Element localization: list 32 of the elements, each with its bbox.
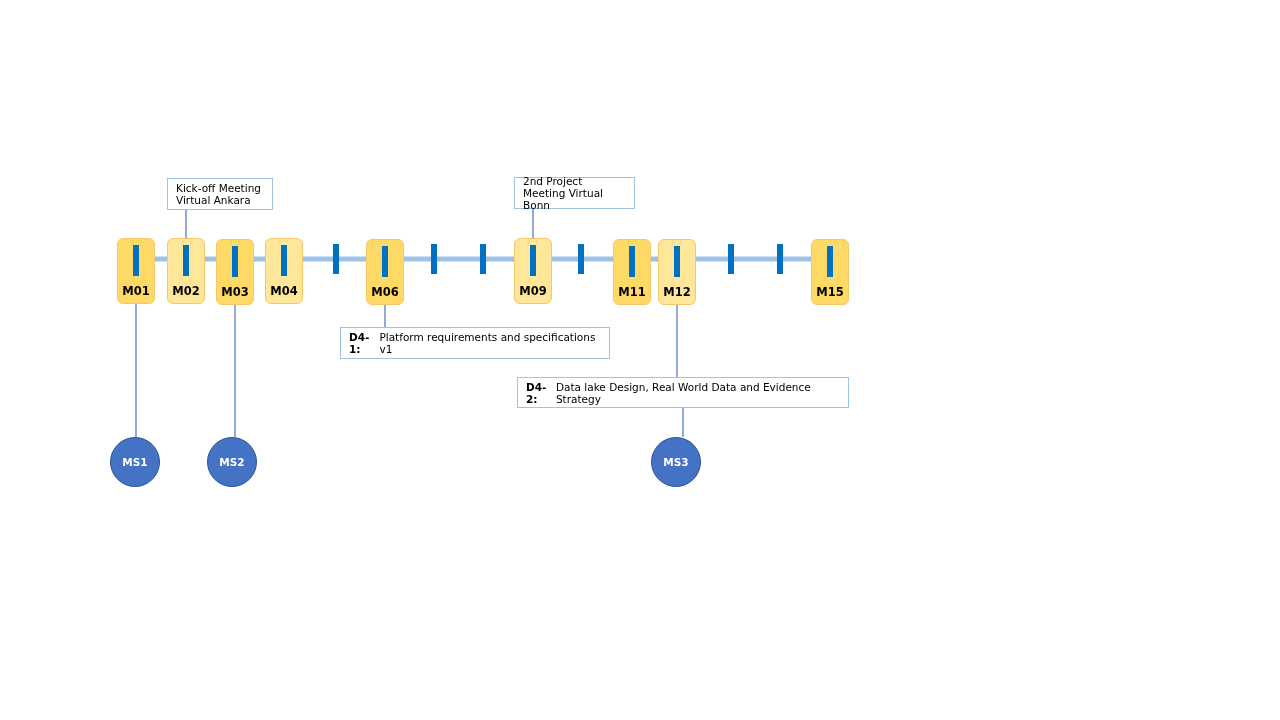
callout-box: Kick-off Meeting Virtual Ankara	[167, 178, 273, 210]
month-box	[366, 239, 404, 305]
month-box	[167, 238, 205, 304]
callout-box: D4-2: Data lake Design, Real World Data and Evidence Strategy	[517, 377, 849, 408]
month-box	[613, 239, 651, 305]
milestone-circle: MS2	[207, 437, 257, 487]
month-box	[658, 239, 696, 305]
month-label: M15	[815, 285, 845, 299]
month-label: M04	[269, 284, 299, 298]
leader-line	[135, 303, 137, 438]
month-label: M12	[662, 285, 692, 299]
month-box	[117, 238, 155, 304]
leader-line	[532, 208, 534, 239]
callout-box: D4-1: Platform requirements and specifications v1	[340, 327, 610, 359]
leader-line	[185, 209, 187, 239]
month-label: M09	[518, 284, 548, 298]
month-label: M06	[370, 285, 400, 299]
month-box	[216, 239, 254, 305]
milestone-circle: MS1	[110, 437, 160, 487]
callout-box: 2nd Project Meeting Virtual Bonn	[514, 177, 635, 209]
leader-line	[384, 304, 386, 328]
leader-line	[234, 304, 236, 438]
milestone-circle: MS3	[651, 437, 701, 487]
month-box	[265, 238, 303, 304]
month-box	[514, 238, 552, 304]
leader-line	[676, 304, 678, 378]
month-label: M11	[617, 285, 647, 299]
month-box	[811, 239, 849, 305]
month-label: M03	[220, 285, 250, 299]
month-label: M01	[121, 284, 151, 298]
leader-line	[682, 407, 684, 438]
month-label: M02	[171, 284, 201, 298]
